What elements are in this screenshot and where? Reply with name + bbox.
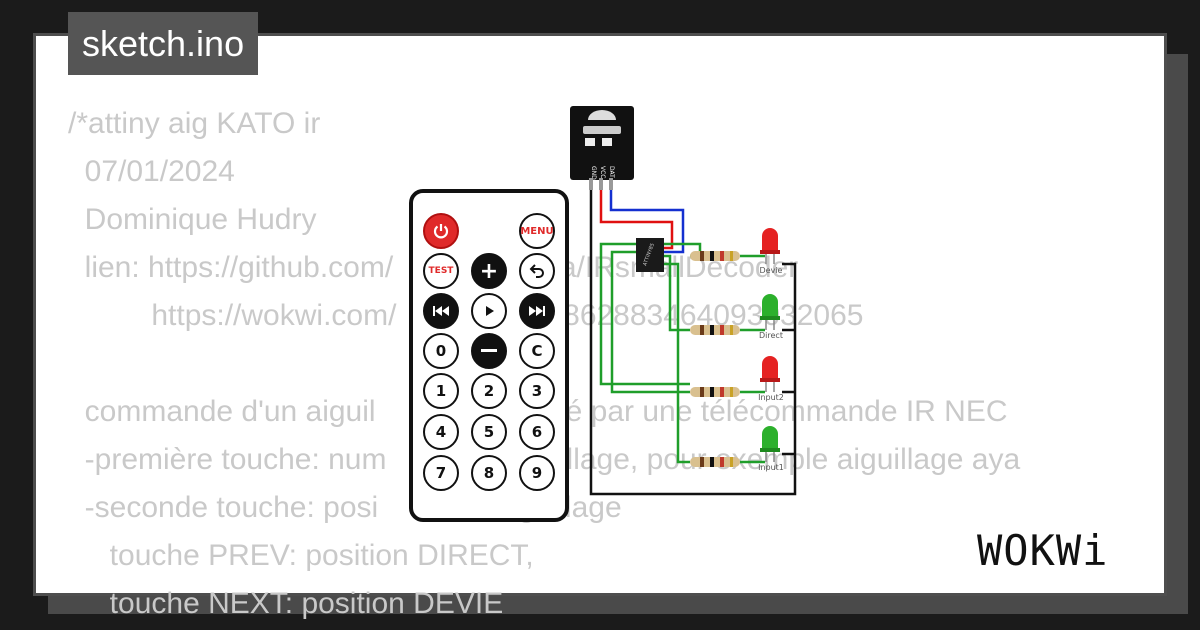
next-button[interactable]: [519, 293, 555, 329]
key-6[interactable]: 6: [519, 414, 555, 450]
logo-text: WOKWi: [977, 526, 1108, 575]
pin-gnd-label: GND: [590, 166, 597, 180]
back-button[interactable]: [519, 253, 555, 289]
key-7[interactable]: 7: [423, 455, 459, 491]
led-label: Direct: [759, 331, 783, 340]
sketch-title: sketch.ino: [68, 12, 259, 75]
key-5[interactable]: 5: [471, 414, 507, 450]
resistor[interactable]: [690, 387, 740, 397]
key-c[interactable]: C: [519, 333, 555, 369]
minus-button[interactable]: [471, 333, 507, 369]
power-icon: [433, 224, 449, 239]
code-line: commande d'un aiguil codé par une téléco…: [84, 395, 1008, 428]
key-8[interactable]: 8: [471, 455, 507, 491]
code-line: 07/01/2024: [68, 155, 235, 188]
led-label: Input1: [758, 463, 784, 472]
led-input2[interactable]: Input2: [758, 356, 784, 402]
led-label: Devie: [760, 266, 783, 275]
resistor[interactable]: [690, 251, 740, 261]
led-devie[interactable]: Devie: [760, 228, 783, 275]
key-2[interactable]: 2: [471, 373, 507, 409]
play-icon: [486, 306, 494, 316]
return-arrow-icon: [529, 264, 544, 278]
code-line: Dominique Hudry: [68, 203, 317, 236]
ir-receiver[interactable]: GND VCC DAT: [570, 106, 634, 190]
key-1[interactable]: 1: [423, 373, 459, 409]
key-9[interactable]: 9: [519, 455, 555, 491]
wires: [589, 190, 797, 496]
next-icon: [529, 306, 545, 316]
pin-vcc-label: VCC: [599, 166, 606, 178]
key-4[interactable]: 4: [423, 414, 459, 450]
attiny-chip[interactable]: ATTINY85: [636, 238, 664, 272]
play-button[interactable]: [471, 293, 507, 329]
minus-icon: [481, 349, 497, 352]
resistor[interactable]: [690, 325, 740, 335]
led-label: Input2: [758, 393, 784, 402]
pin-dat-label: DAT: [608, 166, 615, 178]
code-line: /*attiny aig KATO ir: [68, 107, 321, 140]
resistor[interactable]: [690, 457, 740, 467]
test-button[interactable]: TEST: [423, 253, 459, 289]
led-direct[interactable]: Direct: [759, 294, 783, 340]
wokwi-logo: WOKWi: [977, 526, 1108, 575]
prev-icon: [433, 306, 449, 316]
led-input1[interactable]: Input1: [758, 426, 784, 472]
key-3[interactable]: 3: [519, 373, 555, 409]
code-line: touche PREV: position DIRECT,: [68, 539, 534, 572]
menu-button[interactable]: MENU: [519, 213, 555, 249]
plus-button[interactable]: +: [471, 253, 507, 289]
code-line: touche NEXT: position DEVIE: [68, 587, 504, 620]
power-button[interactable]: [423, 213, 459, 249]
key-0[interactable]: 0: [423, 333, 459, 369]
ir-remote: MENU TEST + 0 C 1 2 3 4 5 6 7 8 9: [409, 189, 569, 522]
prev-button[interactable]: [423, 293, 459, 329]
